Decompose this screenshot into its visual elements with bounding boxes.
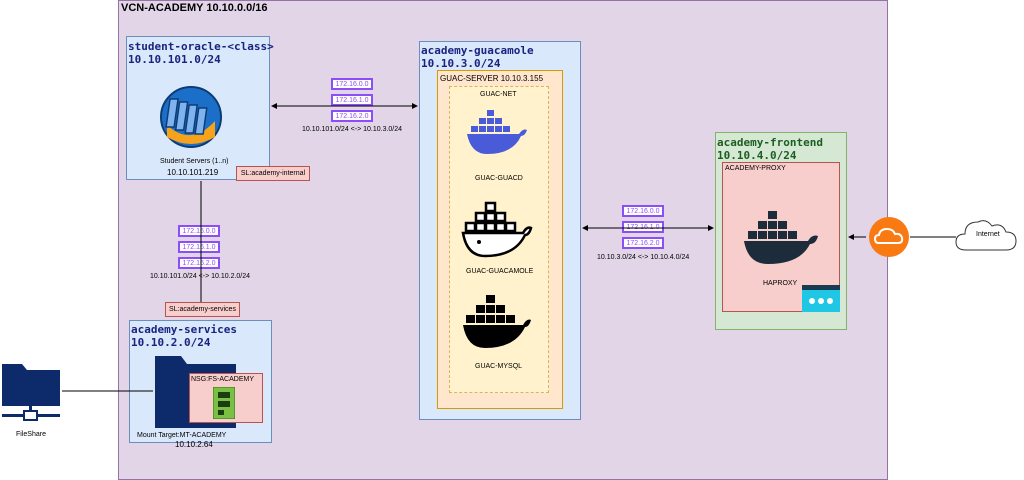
- route-guac-frontend-cidr-0: 172.16.0.0: [622, 205, 664, 217]
- mount-target-label: Mount Target:MT-ACADEMY: [137, 432, 227, 439]
- subnet-frontend-cidr: 10.10.4.0/24: [717, 149, 797, 162]
- subnet-services-cidr: 10.10.2.0/24: [131, 336, 211, 349]
- route-guac-frontend-cidr-2: 172.16.2.0: [622, 237, 664, 249]
- route-oracle-guac-cidr-0: 172.16.0.0: [331, 78, 373, 90]
- guac-server-label: GUAC-SERVER 10.10.3.155: [440, 74, 544, 83]
- route-guac-frontend-label: 10.10.3.0/24 <-> 10.10.4.0/24: [597, 254, 690, 261]
- container-guacd-label: GUAC-GUACD: [475, 175, 523, 182]
- route-oracle-services-cidr-2: 172.16.2.0: [178, 257, 220, 269]
- security-list-internal: SL:academy-internal: [236, 166, 310, 181]
- academy-proxy-label: ACADEMY-PROXY: [725, 165, 786, 172]
- mount-target-ip: 10.10.2.64: [175, 440, 213, 449]
- container-guacamole-label: GUAC-GUACAMOLE: [466, 268, 534, 275]
- route-oracle-services-label: 10.10.101.0/24 <-> 10.10.2.0/24: [150, 273, 251, 280]
- oracle-node-label: Student Servers (1..n): [160, 158, 229, 165]
- subnet-guac-cidr: 10.10.3.0/24: [421, 57, 501, 70]
- route-oracle-guac-label: 10.10.101.0/24 <-> 10.10.3.0/24: [302, 126, 403, 133]
- docker-mysql-icon: [461, 292, 533, 350]
- subnet-student-oracle: [126, 36, 270, 180]
- security-list-services: SL:academy-services: [165, 302, 240, 317]
- subnet-oracle-cidr: 10.10.101.0/24: [128, 53, 221, 66]
- vcn-title: VCN-ACADEMY 10.10.0.0/16: [121, 2, 268, 14]
- subnet-frontend-name: academy-frontend: [717, 136, 823, 149]
- guac-net-label: GUAC-NET: [480, 91, 517, 98]
- subnet-services-name: academy-services: [131, 323, 237, 336]
- container-mysql-label: GUAC-MYSQL: [475, 363, 523, 370]
- subnet-oracle-name: student-oracle-<class>: [128, 40, 274, 53]
- internet-gateway-icon: [868, 216, 910, 258]
- route-oracle-services-cidr-0: 172.16.0.0: [178, 225, 220, 237]
- oracle-linux-icon: [159, 85, 223, 149]
- fileshare-icon: [0, 362, 62, 428]
- subnet-guac-name: academy-guacamole: [421, 44, 534, 57]
- docker-guacamole-icon: [461, 200, 533, 258]
- internet-label: Internet: [976, 231, 1000, 238]
- docker-proxy-icon: [742, 208, 820, 266]
- fileshare-label: FileShare: [16, 431, 46, 438]
- docker-guacd-icon: [467, 108, 527, 156]
- storage-icon: [212, 386, 236, 420]
- route-oracle-services-cidr-1: 172.16.1.0: [178, 241, 220, 253]
- route-oracle-guac-cidr-2: 172.16.2.0: [331, 110, 373, 122]
- internet-cloud-icon: [954, 214, 1018, 256]
- oracle-node-ip: 10.10.101.219: [167, 168, 219, 177]
- nsg-label: NSG:FS-ACADEMY: [191, 376, 255, 383]
- haproxy-label: HAPROXY: [763, 280, 798, 287]
- load-balancer-icon: [802, 285, 840, 312]
